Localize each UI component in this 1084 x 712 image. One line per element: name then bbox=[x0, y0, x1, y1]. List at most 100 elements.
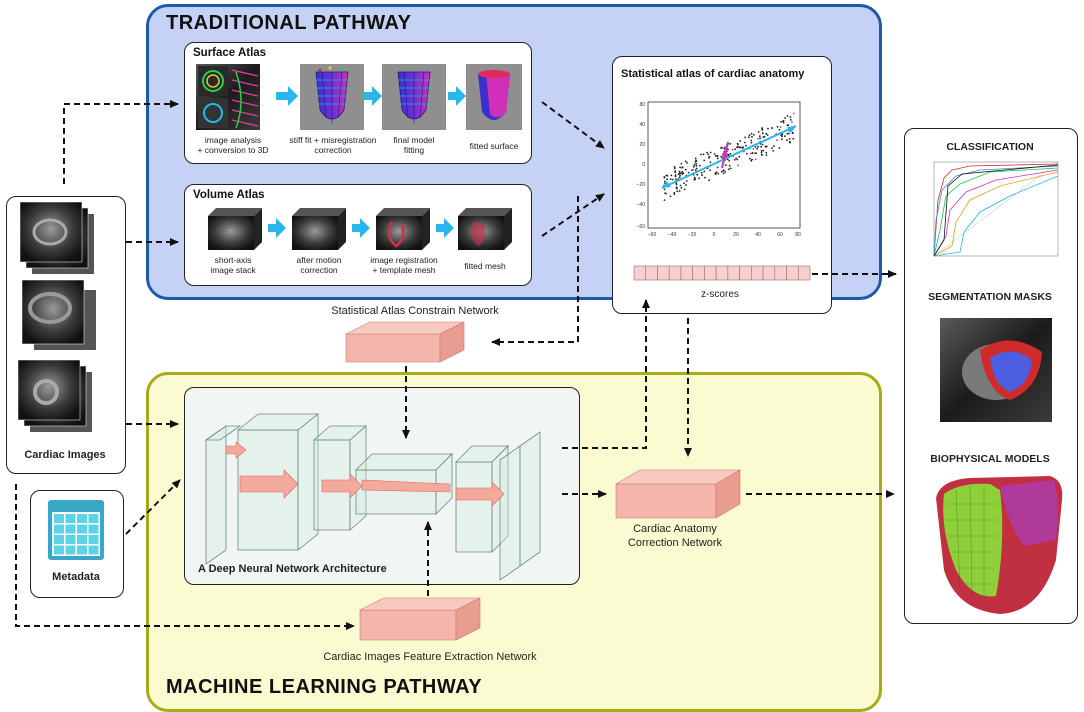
scatter-dot bbox=[773, 145, 775, 148]
scatter-dot bbox=[700, 153, 702, 156]
scatter-dot bbox=[760, 153, 763, 156]
scatter-dot bbox=[678, 190, 681, 192]
fitted-surface-icon bbox=[466, 64, 522, 130]
scatter-dot bbox=[673, 191, 676, 194]
scatter-dot bbox=[792, 137, 795, 140]
scatter-dot bbox=[716, 157, 719, 160]
roc-curve-icon bbox=[933, 161, 1059, 257]
metadata-cell bbox=[88, 545, 99, 555]
scatter-dot bbox=[694, 157, 697, 160]
scatter-dot bbox=[703, 170, 706, 173]
scatter-dot bbox=[721, 157, 724, 159]
scatter-dot bbox=[782, 120, 784, 123]
zscore-cell bbox=[680, 265, 693, 281]
biophysical-label: BIOPHYSICAL MODELS bbox=[930, 453, 1050, 465]
scatter-dot bbox=[776, 125, 779, 128]
scatter-dot bbox=[738, 155, 741, 158]
scatter-dot bbox=[666, 174, 669, 177]
correction-network-box bbox=[614, 469, 742, 519]
scatter-dot bbox=[722, 172, 725, 175]
scatter-dot bbox=[723, 148, 726, 150]
scatter-dot bbox=[701, 174, 703, 177]
scatter-dot bbox=[717, 172, 720, 175]
scatter-dot bbox=[683, 188, 686, 191]
scatter-dot bbox=[744, 136, 746, 139]
scatter-dot bbox=[758, 135, 761, 138]
metadata-cell bbox=[54, 514, 64, 523]
scatter-dot bbox=[727, 148, 729, 151]
scatter-dot bbox=[726, 158, 729, 161]
scatter-dot bbox=[760, 151, 763, 154]
scatter-dot bbox=[767, 127, 769, 130]
scatter-dot bbox=[674, 170, 676, 172]
dnn-label: A Deep Neural Network Architecture bbox=[198, 563, 387, 575]
scatter-dot bbox=[692, 168, 694, 171]
scatter-dot bbox=[754, 158, 757, 161]
cardiac-images-label: Cardiac Images bbox=[24, 449, 106, 461]
scatter-dot bbox=[695, 162, 698, 165]
scatter-dot bbox=[709, 169, 711, 172]
metadata-cell bbox=[65, 514, 76, 523]
mesh-final-fit-icon bbox=[382, 64, 446, 130]
scatter-dot bbox=[695, 160, 698, 162]
segmentation-label: SEGMENTATION MASKS bbox=[928, 291, 1052, 303]
svg-text:−40: −40 bbox=[637, 202, 646, 208]
scatter-dot bbox=[745, 152, 748, 155]
scatter-dot bbox=[761, 132, 764, 135]
surface-step-caption: fitted surface bbox=[469, 141, 519, 151]
metadata-table-icon bbox=[48, 500, 104, 560]
scatter-dot bbox=[757, 131, 760, 133]
metadata-cell bbox=[88, 535, 99, 544]
scatter-dot bbox=[692, 165, 695, 168]
scatter-dot bbox=[681, 166, 684, 169]
scatter-dot bbox=[672, 178, 674, 181]
motion-corrected-stack-icon bbox=[292, 208, 346, 250]
scatter-dot bbox=[728, 160, 731, 162]
scatter-dot bbox=[729, 142, 732, 145]
scatter-dot bbox=[737, 145, 739, 148]
scatter-dot bbox=[766, 134, 769, 136]
scatter-dot bbox=[709, 161, 712, 164]
scatter-dot bbox=[751, 158, 753, 161]
scatter-dot bbox=[678, 172, 681, 175]
volume-cyan-arrows bbox=[268, 218, 454, 238]
zscore-cell bbox=[774, 265, 787, 281]
zscore-cell bbox=[762, 265, 776, 281]
scatter-dot bbox=[761, 129, 764, 131]
scatter-dot bbox=[715, 171, 718, 174]
scatter-dot bbox=[789, 118, 792, 121]
metadata-cell bbox=[77, 514, 87, 523]
scatter-dot bbox=[765, 154, 768, 157]
scatter-dot bbox=[754, 146, 757, 148]
scatter-dot bbox=[733, 158, 736, 161]
scatter-dot bbox=[749, 152, 752, 155]
scatter-dot bbox=[708, 155, 711, 158]
scatter-dot bbox=[695, 167, 698, 170]
scatter-dot bbox=[663, 199, 666, 202]
scatter-dot bbox=[778, 128, 781, 131]
scatter-dot bbox=[669, 178, 672, 181]
scatter-dot bbox=[779, 126, 782, 128]
scatter-dot bbox=[748, 157, 751, 160]
scatter-dot bbox=[781, 133, 784, 136]
svg-text:40: 40 bbox=[755, 232, 761, 238]
zscore-cell bbox=[751, 265, 764, 281]
scatter-dot bbox=[736, 142, 739, 145]
zscores-bar bbox=[633, 265, 811, 281]
svg-text:0: 0 bbox=[713, 232, 716, 238]
scatter-dot bbox=[685, 184, 687, 186]
scatter-dot bbox=[739, 140, 741, 142]
surface-step-caption: image analysis + conversion to 3D bbox=[197, 135, 269, 155]
scatter-dot bbox=[682, 172, 685, 175]
svg-text:−20: −20 bbox=[637, 182, 646, 188]
scatter-dot bbox=[729, 152, 732, 155]
scatter-dot bbox=[738, 146, 741, 149]
svg-text:0: 0 bbox=[642, 162, 645, 168]
scatter-dot bbox=[792, 112, 795, 115]
classification-label: CLASSIFICATION bbox=[946, 141, 1034, 153]
scatter-dot bbox=[780, 121, 782, 123]
scatter-dot bbox=[674, 175, 677, 178]
scatter-dot bbox=[678, 176, 681, 179]
metadata-cell bbox=[77, 545, 87, 555]
